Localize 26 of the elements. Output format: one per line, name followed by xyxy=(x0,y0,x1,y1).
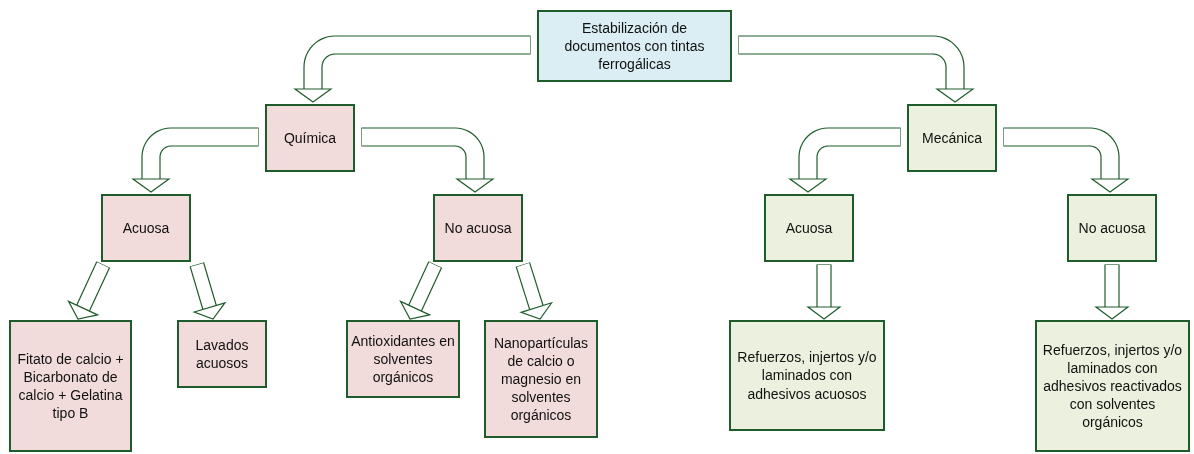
node-label: Lavados acuosos xyxy=(194,335,250,373)
node-label: Antioxidantes en solventes orgánicos xyxy=(351,331,455,387)
process-box xyxy=(346,320,460,398)
node-label: No acuosa xyxy=(1078,218,1146,238)
node-label: Fitato de calcio + Bicarbonato de calcio + Gelatina tipo B xyxy=(16,349,125,423)
process-box xyxy=(1035,320,1190,452)
process-box xyxy=(537,10,732,82)
process-box xyxy=(433,194,523,262)
process-box xyxy=(907,104,997,172)
node-label: Química xyxy=(283,128,337,148)
node-label: Estabilización de documentos con tintas ferrogálicas xyxy=(563,18,706,74)
node-label: Refuerzos, injertos y/o laminados con adhesivos acuosos xyxy=(736,348,878,403)
node-label: Mecánica xyxy=(922,128,982,148)
process-box xyxy=(1067,194,1157,262)
node-label: Acuosa xyxy=(785,218,833,238)
node-label: Refuerzos, injertos y/o laminados con adhesivos reactivados con solventes orgánicos xyxy=(1041,340,1184,432)
node-label: Acuosa xyxy=(122,218,170,238)
process-box xyxy=(764,194,854,262)
node-label: Nanopartículas de calcio o magnesio en solventes orgánicos xyxy=(492,333,590,425)
process-box xyxy=(729,320,885,431)
process-box xyxy=(177,320,267,388)
node-label: No acuosa xyxy=(444,218,512,238)
process-box xyxy=(265,104,355,172)
process-box xyxy=(484,320,598,438)
process-box xyxy=(9,320,132,452)
process-box xyxy=(101,194,191,262)
